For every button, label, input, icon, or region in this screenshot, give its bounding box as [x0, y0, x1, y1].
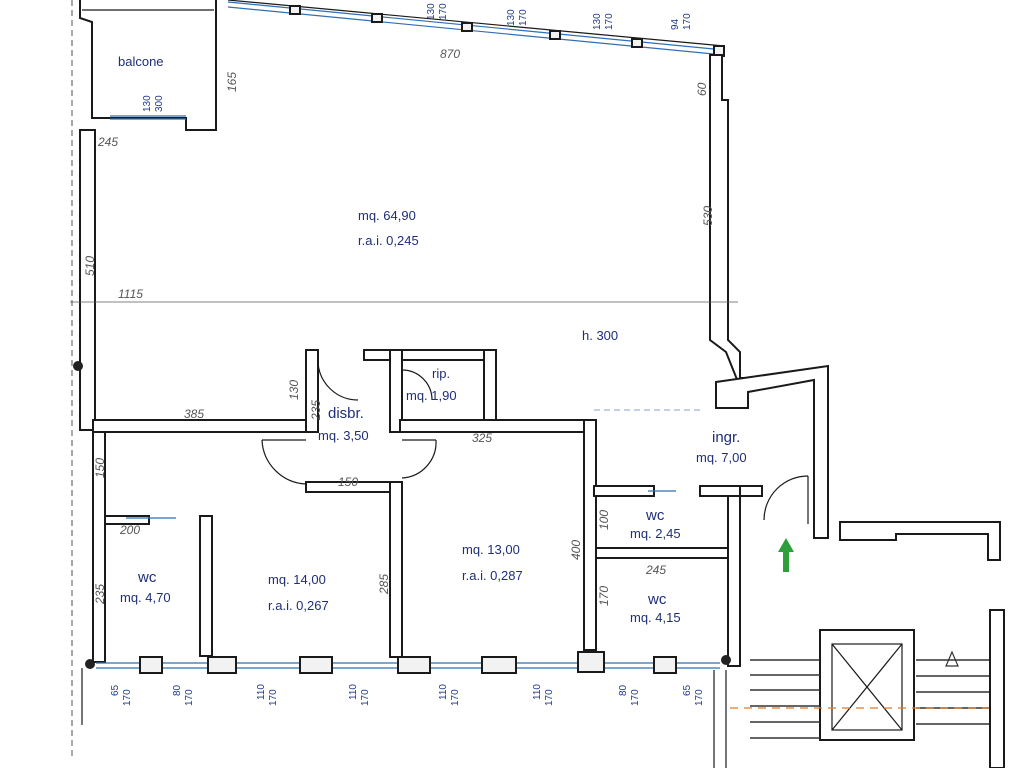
doors	[126, 361, 809, 524]
svg-text:65: 65	[110, 684, 121, 696]
dim-1115: 1115	[118, 287, 143, 301]
svg-text:170: 170	[518, 9, 529, 26]
room13-rai: r.a.i. 0,287	[462, 568, 523, 583]
balcone-window-b: 300	[154, 95, 165, 112]
svg-text:130: 130	[426, 3, 437, 20]
svg-text:110: 110	[256, 684, 267, 700]
ingr-name: ingr.	[712, 429, 740, 446]
dim-170: 170	[597, 586, 611, 606]
rip-area: mq. 1,90	[406, 388, 457, 403]
dim-510: 510	[83, 256, 97, 276]
svg-text:110: 110	[348, 684, 359, 700]
stairwell	[730, 521, 1005, 768]
height-label: h. 300	[582, 328, 618, 343]
svg-text:170: 170	[438, 3, 449, 20]
svg-text:170: 170	[682, 13, 693, 30]
ingr-area: mq. 7,00	[696, 450, 747, 465]
wc-right-name: wc	[647, 591, 667, 608]
svg-text:170: 170	[694, 689, 705, 706]
rip-name: rip.	[432, 366, 450, 381]
dim-200: 200	[119, 523, 140, 537]
bottom-window-labels: 65 170 80 170 110 170 110 170 110 170 11…	[110, 684, 705, 706]
balcone-label: balcone	[118, 54, 164, 69]
dim-870: 870	[440, 47, 460, 61]
svg-text:170: 170	[450, 689, 461, 706]
interior-walls	[92, 349, 829, 667]
dim-285: 285	[377, 574, 391, 595]
dim-130: 130	[287, 380, 301, 400]
svg-text:65: 65	[682, 684, 693, 696]
disbr-area: mq. 3,50	[318, 428, 369, 443]
room13-area: mq. 13,00	[462, 542, 520, 557]
svg-text:130: 130	[506, 9, 517, 26]
dim-385: 385	[184, 407, 204, 421]
svg-text:170: 170	[122, 689, 133, 706]
svg-text:170: 170	[360, 689, 371, 706]
wc-left-area: mq. 4,70	[120, 590, 171, 605]
living-rai: r.a.i. 0,245	[358, 233, 419, 248]
dim-245-top: 245	[97, 135, 118, 149]
bottom-facade-windows	[73, 361, 731, 768]
svg-text:110: 110	[438, 684, 449, 700]
svg-text:80: 80	[618, 684, 629, 696]
entry-arrow-icon	[778, 538, 794, 572]
svg-text:170: 170	[604, 13, 615, 30]
svg-text:110: 110	[532, 684, 543, 700]
room14-rai: r.a.i. 0,267	[268, 598, 329, 613]
room14-area: mq. 14,00	[268, 572, 326, 587]
dim-325: 325	[472, 431, 492, 445]
dim-165: 165	[225, 72, 239, 92]
dim-235-door: 235	[309, 400, 323, 421]
svg-text:170: 170	[268, 689, 279, 706]
disbr-name: disbr.	[328, 405, 364, 422]
wc-small-name: wc	[645, 507, 665, 524]
svg-text:130: 130	[592, 13, 603, 30]
top-window-labels: 130 170 130 170 130 170 94 170	[426, 3, 693, 30]
svg-text:170: 170	[184, 689, 195, 706]
dim-60: 60	[695, 82, 709, 96]
wc-left-name: wc	[137, 569, 157, 586]
dim-245-right: 245	[645, 563, 666, 577]
balcone-window-a: 130	[142, 95, 153, 112]
svg-text:170: 170	[630, 689, 641, 706]
svg-text:80: 80	[172, 684, 183, 696]
dim-150-mid: 150	[338, 475, 358, 489]
wc-right-area: mq. 4,15	[630, 610, 681, 625]
svg-text:94: 94	[670, 18, 681, 30]
dim-100: 100	[597, 510, 611, 530]
wc-small-area: mq. 2,45	[630, 526, 681, 541]
dim-150-left: 150	[93, 458, 107, 478]
living-area: mq. 64,90	[358, 208, 416, 223]
dim-400: 400	[569, 540, 583, 560]
dim-235-left: 235	[93, 584, 107, 605]
dim-530: 530	[701, 206, 715, 226]
top-facade-windows	[227, 0, 725, 57]
balcony	[79, 0, 217, 131]
svg-text:170: 170	[544, 689, 555, 706]
